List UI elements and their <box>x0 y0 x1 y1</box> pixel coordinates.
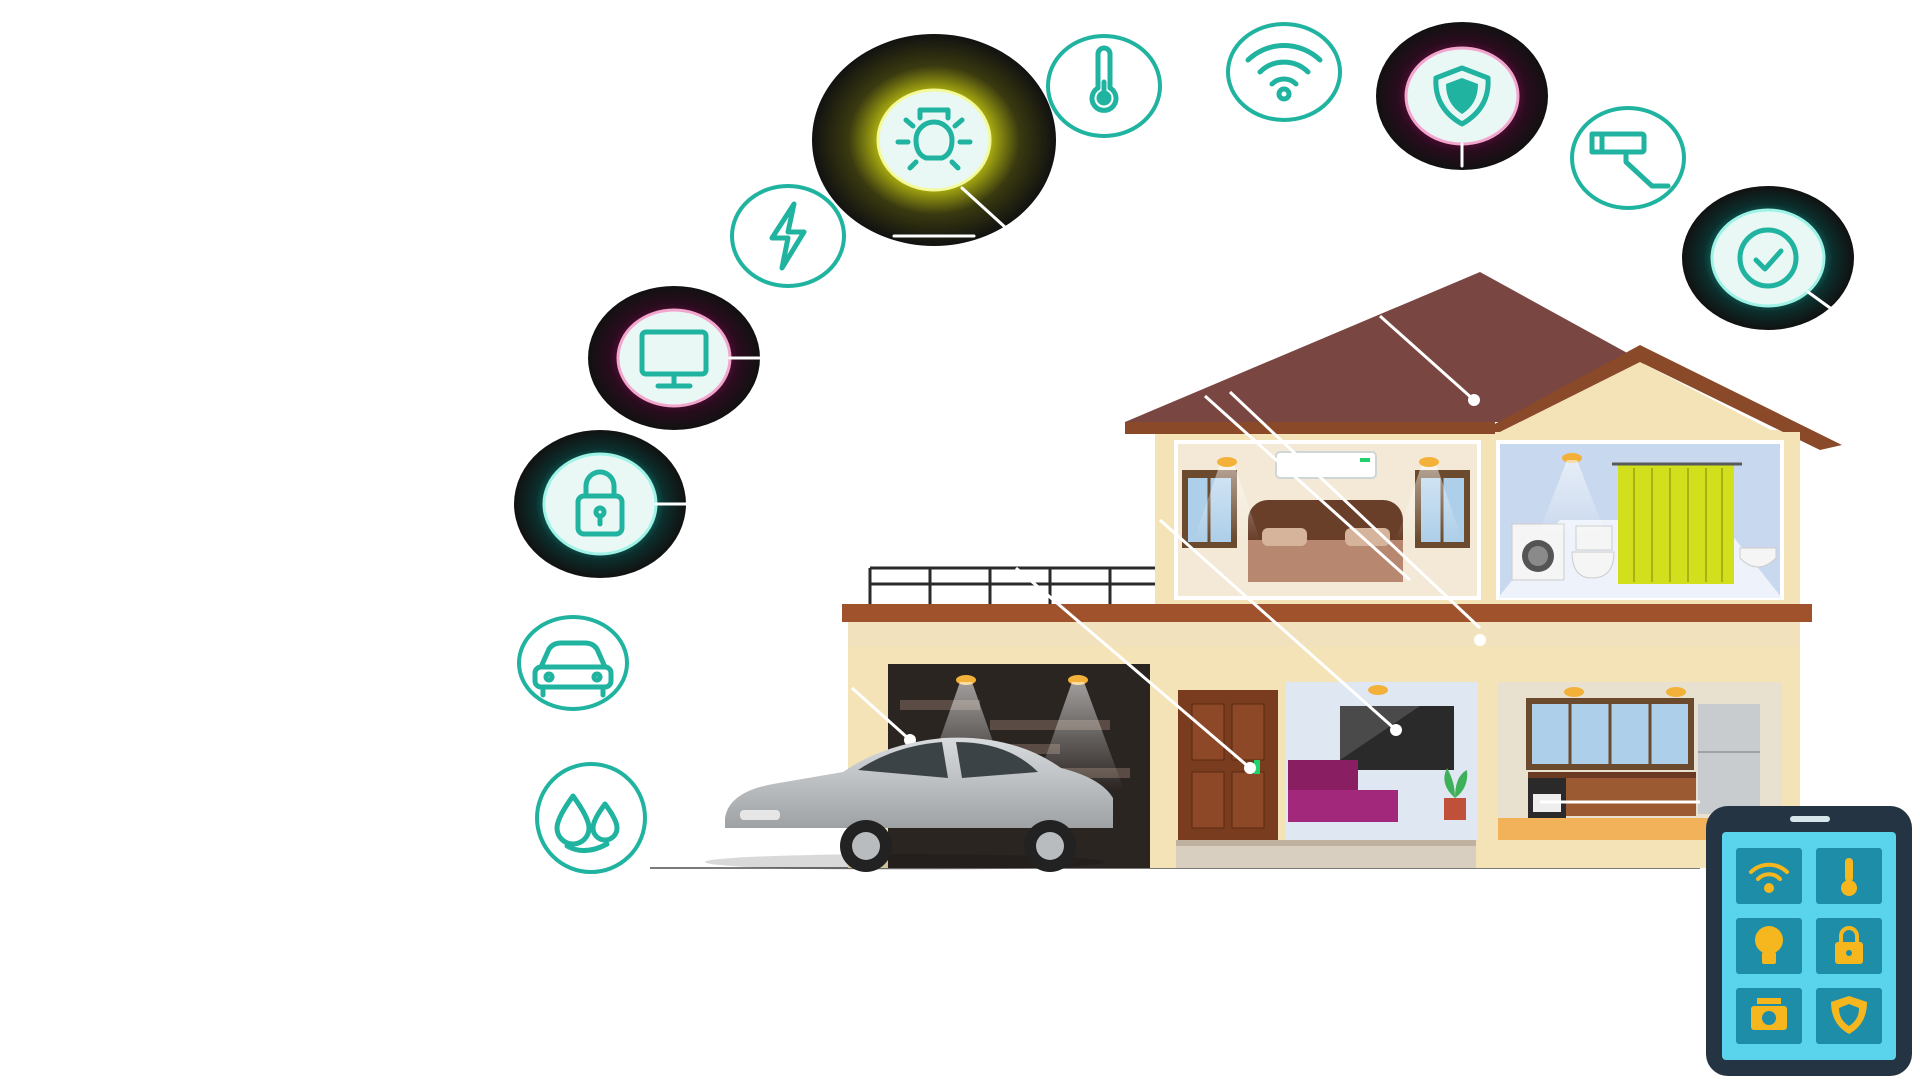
car-icon[interactable] <box>517 615 629 711</box>
wifi-icon[interactable] <box>1226 22 1342 122</box>
feature-icons <box>514 22 1854 874</box>
floor-slab <box>842 604 1812 622</box>
water-drops-icon[interactable] <box>535 762 647 874</box>
tablet-tile-thermometer[interactable] <box>1816 848 1882 904</box>
kitchen <box>1498 682 1782 840</box>
shield-icon[interactable] <box>1376 22 1548 170</box>
bed <box>1248 540 1403 582</box>
connector-lines <box>850 314 1700 804</box>
roof-right-gable <box>1480 345 1842 450</box>
tablet-tile-shield[interactable] <box>1816 988 1882 1044</box>
front-door <box>1178 690 1278 840</box>
shower-curtain <box>1618 464 1734 584</box>
balcony-railing <box>868 566 1155 606</box>
tablet-tile-camera[interactable] <box>1736 988 1802 1044</box>
lightning-icon[interactable] <box>730 184 846 288</box>
tablet-tile-padlock[interactable] <box>1816 918 1882 974</box>
monitor-icon[interactable] <box>588 286 762 430</box>
tablet-tile-wifi[interactable] <box>1736 848 1802 904</box>
tablet <box>1706 806 1912 1076</box>
refrigerator <box>1698 704 1760 814</box>
bedroom <box>1174 440 1481 600</box>
security-camera-icon[interactable] <box>1570 106 1686 210</box>
smart-lock <box>1254 760 1260 774</box>
padlock-icon[interactable] <box>514 430 688 578</box>
roof-right-face <box>1500 362 1800 445</box>
light-bulb-icon[interactable] <box>812 34 1056 246</box>
tablet-tile-light-bulb[interactable] <box>1736 918 1802 974</box>
roof-eave <box>1125 422 1495 434</box>
bathroom <box>1496 440 1784 600</box>
car <box>705 737 1113 872</box>
clock-check-icon[interactable] <box>1682 186 1854 330</box>
plant-pot <box>1444 798 1466 820</box>
thermometer-icon[interactable] <box>1046 34 1162 138</box>
living-room <box>1286 682 1478 840</box>
